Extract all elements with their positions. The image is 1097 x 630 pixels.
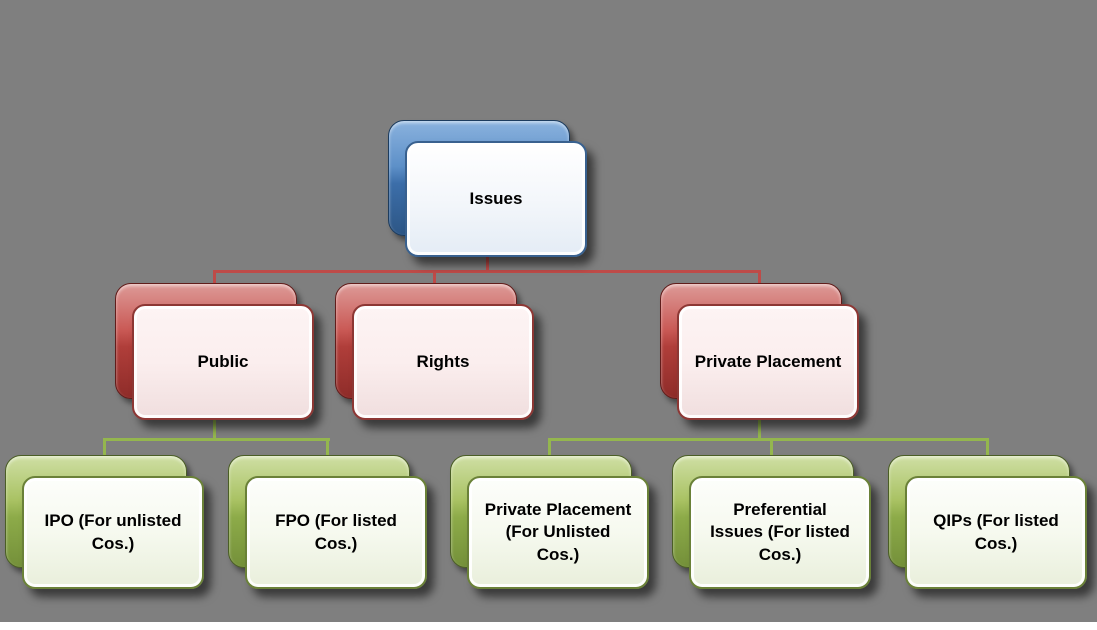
connector-public-children-horizontal	[103, 438, 330, 441]
node-ipo-front-panel: IPO (For unlisted Cos.)	[22, 476, 204, 589]
node-pp-unlisted-front-panel: Private Placement (For Unlisted Cos.)	[467, 476, 649, 589]
connector-private-placement-children-horizontal	[548, 438, 989, 441]
node-preferential-front-panel: Preferential Issues (For listed Cos.)	[689, 476, 871, 589]
node-qips: QIPs (For listed Cos.)	[888, 455, 1087, 589]
node-ipo: IPO (For unlisted Cos.)	[5, 455, 204, 589]
node-issues-front-panel: Issues	[405, 141, 587, 257]
connector-drop-preferential	[770, 438, 773, 468]
connector-level2-horizontal	[213, 270, 761, 273]
node-private-placement-front-panel: Private Placement	[677, 304, 859, 420]
node-public-label: Public	[197, 351, 249, 371]
node-public-front-panel: Public	[132, 304, 314, 420]
node-private-placement: Private Placement	[660, 283, 859, 420]
node-rights-front-panel: Rights	[352, 304, 534, 420]
node-preferential: Preferential Issues (For listed Cos.)	[672, 455, 871, 589]
connector-drop-fpo	[326, 438, 329, 468]
node-ipo-label: IPO (For unlisted Cos.)	[44, 511, 182, 553]
node-fpo: FPO (For listed Cos.)	[228, 455, 427, 589]
node-fpo-front-panel: FPO (For listed Cos.)	[245, 476, 427, 589]
node-qips-front-panel: QIPs (For listed Cos.)	[905, 476, 1087, 589]
connector-drop-qips	[986, 438, 989, 468]
node-rights: Rights	[335, 283, 534, 420]
node-rights-label: Rights	[416, 351, 470, 371]
node-pp-unlisted: Private Placement (For Unlisted Cos.)	[450, 455, 649, 589]
slide-bottom-edge	[0, 622, 1097, 630]
node-public: Public	[115, 283, 314, 420]
connector-drop-pp-unlisted	[548, 438, 551, 468]
connector-drop-ipo	[103, 438, 106, 468]
node-issues: Issues	[388, 120, 587, 257]
node-fpo-label: FPO (For listed Cos.)	[275, 511, 397, 553]
node-pp-unlisted-label: Private Placement (For Unlisted Cos.)	[484, 500, 632, 564]
node-issues-label: Issues	[469, 188, 523, 208]
node-qips-label: QIPs (For listed Cos.)	[933, 511, 1059, 553]
node-preferential-label: Preferential Issues (For listed Cos.)	[710, 500, 850, 564]
node-private-placement-label: Private Placement	[694, 351, 842, 371]
